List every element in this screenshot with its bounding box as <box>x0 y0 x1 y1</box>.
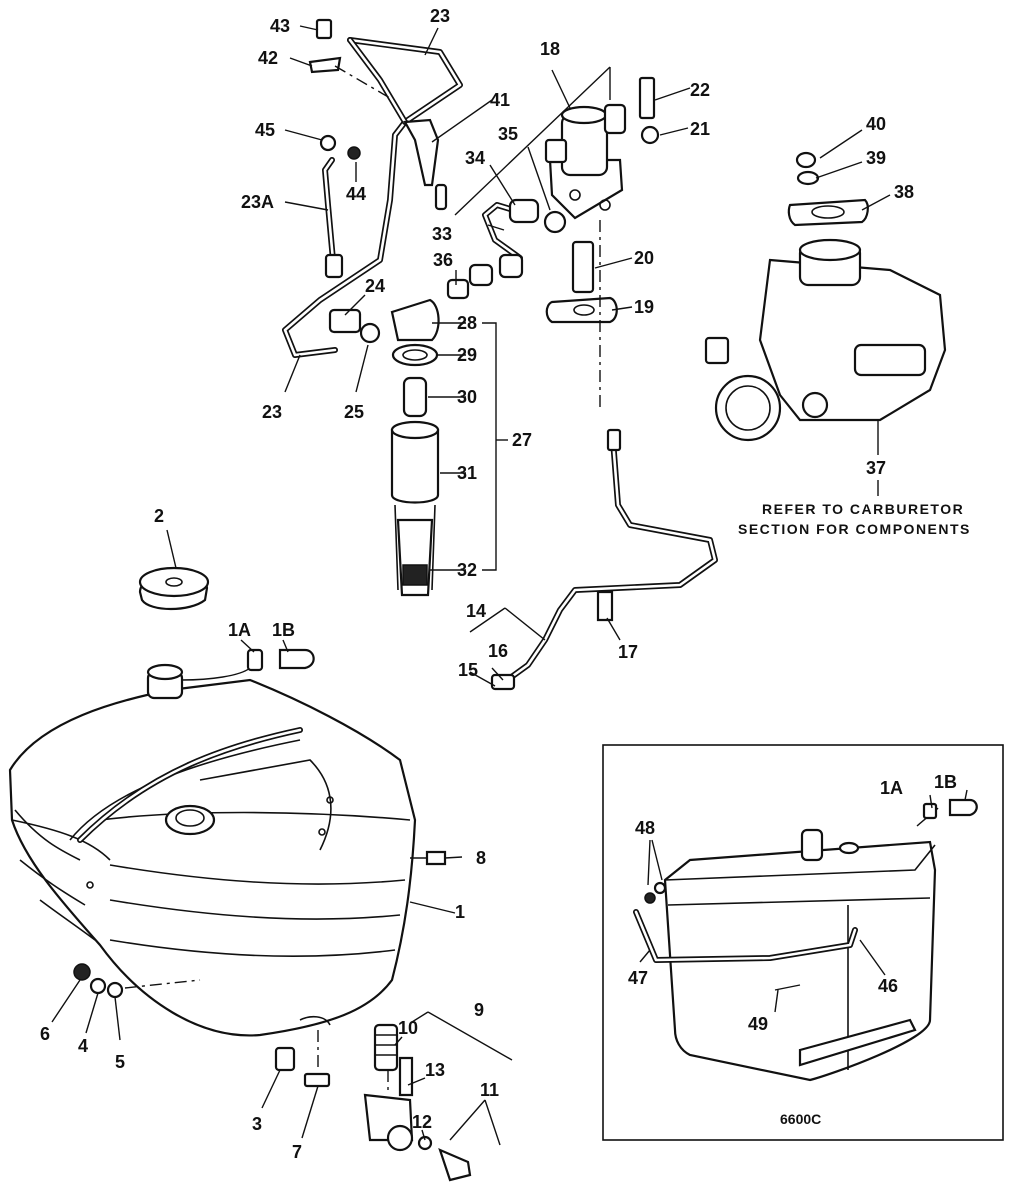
drain-bolt <box>410 850 447 866</box>
callout-23-top: 23 <box>430 6 450 26</box>
callout-5: 5 <box>115 1052 125 1072</box>
callout-9: 9 <box>474 1000 484 1020</box>
callout-41: 41 <box>490 90 510 110</box>
callout-33: 33 <box>432 224 452 244</box>
callout-29: 29 <box>457 345 477 365</box>
callout-42: 42 <box>258 48 278 68</box>
shutoff-valve <box>363 1023 472 1182</box>
inset-callout-48: 48 <box>635 818 655 838</box>
callout-21: 21 <box>690 119 710 139</box>
callout-30: 30 <box>457 387 477 407</box>
callout-34: 34 <box>465 148 485 168</box>
carburetor-note-line2: SECTION FOR COMPONENTS <box>738 521 971 537</box>
fuel-tank <box>8 663 417 1037</box>
callout-19: 19 <box>634 297 654 317</box>
callout-12: 12 <box>412 1112 432 1132</box>
inset-callout-46: 46 <box>878 976 898 996</box>
fuel-line-14 <box>490 428 718 691</box>
callout-23a: 23A <box>241 192 274 212</box>
callout-20: 20 <box>634 248 654 268</box>
inset-callout-49: 49 <box>748 1014 768 1034</box>
callout-8: 8 <box>476 848 486 868</box>
callout-28: 28 <box>457 313 477 333</box>
callout-15: 15 <box>458 660 478 680</box>
fuel-line-23a <box>322 157 344 279</box>
callout-32: 32 <box>457 560 477 580</box>
callout-4: 4 <box>78 1036 88 1056</box>
callout-10: 10 <box>398 1018 418 1038</box>
inset-callout-47: 47 <box>628 968 648 988</box>
fuel-pump <box>544 76 660 410</box>
callout-2: 2 <box>154 506 164 526</box>
inset-model-label: 6600C <box>780 1111 821 1127</box>
fuel-line-33 <box>446 198 567 300</box>
callout-40: 40 <box>866 114 886 134</box>
carburetor <box>704 151 947 442</box>
callout-27: 27 <box>512 430 532 450</box>
callout-17: 17 <box>618 642 638 662</box>
callout-6: 6 <box>40 1024 50 1044</box>
callout-36: 36 <box>433 250 453 270</box>
callout-7: 7 <box>292 1142 302 1162</box>
callout-39: 39 <box>866 148 886 168</box>
carburetor-note-line1: REFER TO CARBURETOR <box>762 501 964 517</box>
callout-11: 11 <box>480 1080 499 1100</box>
callout-37: 37 <box>866 458 886 478</box>
inset-6600c <box>602 744 1004 1141</box>
fuel-line-23 <box>282 37 463 358</box>
callout-14: 14 <box>466 601 486 621</box>
inset-callout-1a: 1A <box>880 778 903 798</box>
bracket-hardware <box>308 18 448 211</box>
callout-31: 31 <box>457 463 477 483</box>
callout-44: 44 <box>346 184 366 204</box>
callout-3: 3 <box>252 1114 262 1134</box>
callout-13: 13 <box>425 1060 445 1080</box>
callout-1b: 1B <box>272 620 295 640</box>
leader-lines <box>51 25 968 1146</box>
callout-22: 22 <box>690 80 710 100</box>
inset-callout-1b: 1B <box>934 772 957 792</box>
callout-43: 43 <box>270 16 290 36</box>
callout-23-bottom: 23 <box>262 402 282 422</box>
callout-38: 38 <box>894 182 914 202</box>
callout-labels: 43 42 23 41 45 44 23A 23 24 25 28 29 30 … <box>40 6 971 1162</box>
vent-tube <box>181 648 315 681</box>
callout-1a: 1A <box>228 620 251 640</box>
callout-18: 18 <box>540 39 560 59</box>
callout-16: 16 <box>488 641 508 661</box>
callout-24: 24 <box>365 276 385 296</box>
filler-cap <box>138 566 210 610</box>
callout-35: 35 <box>498 124 518 144</box>
callout-25: 25 <box>344 402 364 422</box>
sediment-bowl-assembly <box>328 298 440 597</box>
tank-mounting-hardware <box>73 963 331 1088</box>
callout-1: 1 <box>455 902 465 922</box>
callout-45: 45 <box>255 120 275 140</box>
